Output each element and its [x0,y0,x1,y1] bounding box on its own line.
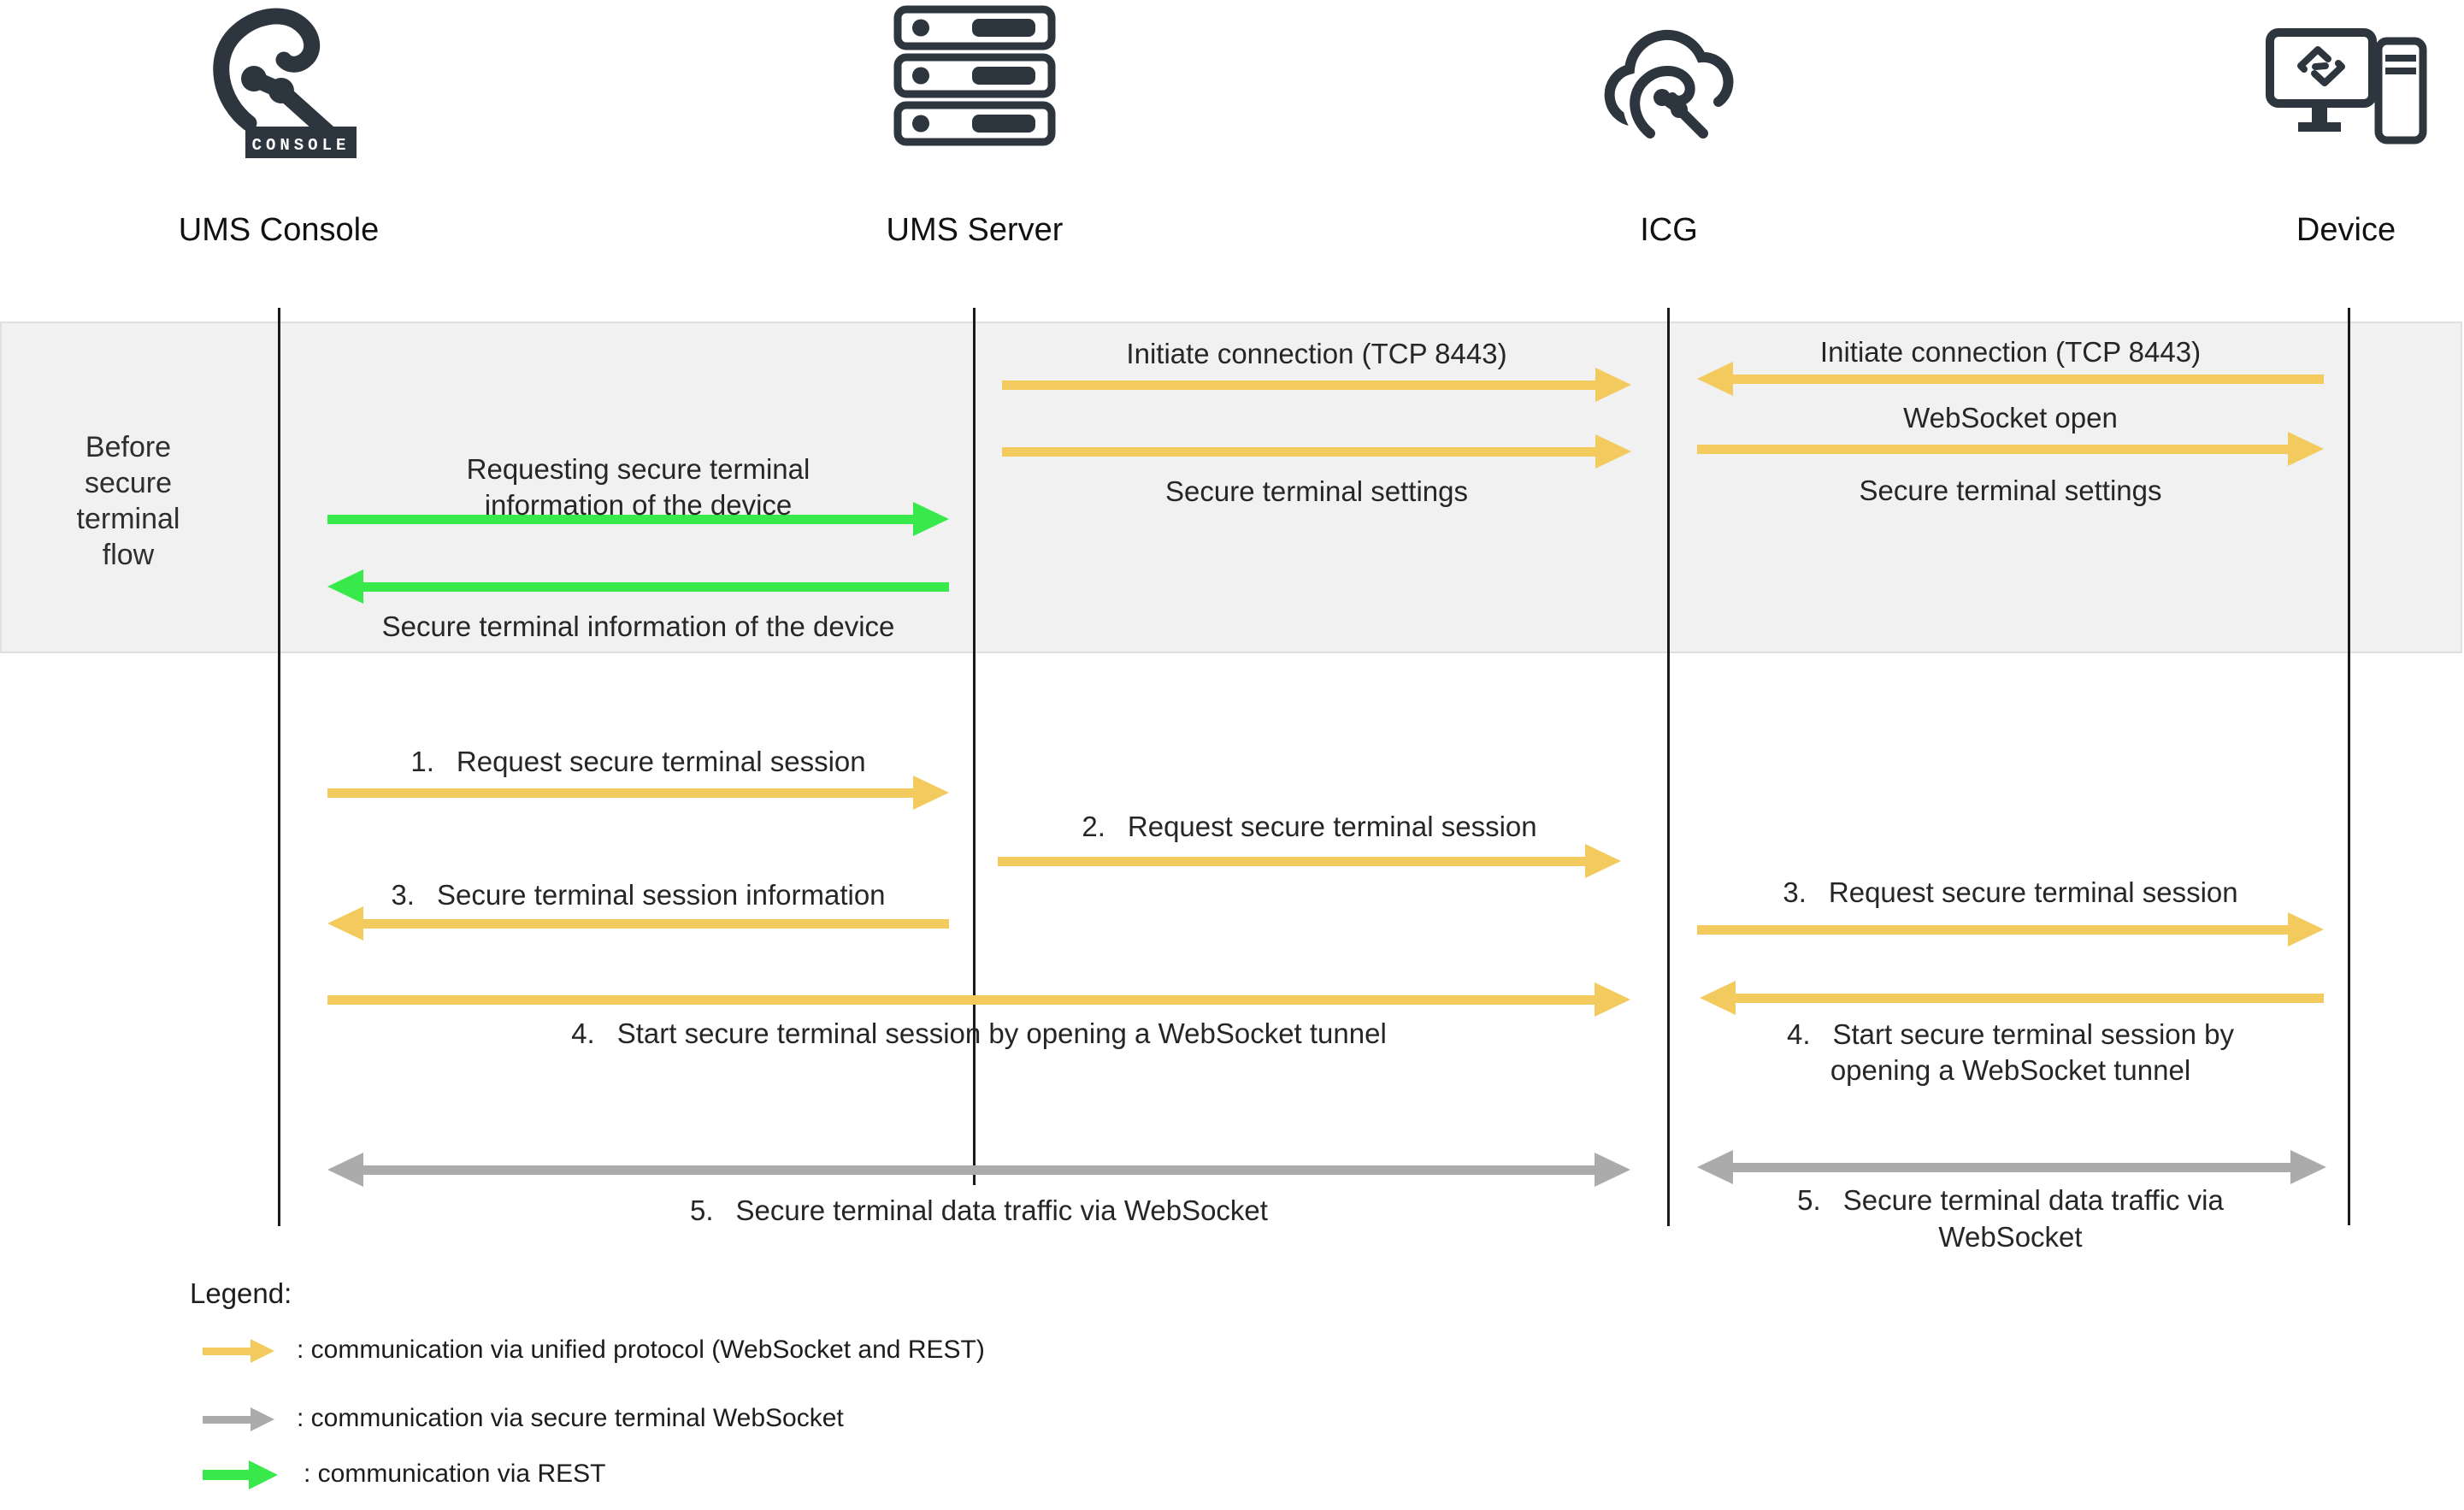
message-initiate-connection-device-icg: Initiate connection (TCP 8443) [1819,336,2202,368]
legend-label-secure-terminal-websocket: : communication via secure terminal WebS… [297,1404,844,1432]
message-initiate-connection-server-icg: Initiate connection (TCP 8443) [1126,338,1507,369]
ums-server-icon [893,5,1056,146]
entity-label-ums-console: UMS Console [178,212,380,248]
device-icon [2266,26,2432,150]
lifeline-icg [1667,308,1670,1226]
message-step3-right: 3.Request secure terminal session [1783,876,2238,908]
legend-title: Legend: [190,1277,292,1309]
message-step5-right: 5.Secure terminal data traffic via WebSo… [1797,1184,2224,1253]
message-secure-terminal-info-of-device: Secure terminal information of the devic… [381,610,895,642]
message-step4-left: 4.Start secure terminal session by openi… [571,1017,1387,1049]
console-badge-text: CONSOLE [252,136,351,155]
message-secure-terminal-settings-server-icg: Secure terminal settings [1165,475,1468,507]
entity-label-ums-server: UMS Server [886,212,1064,248]
entity-label-device: Device [2296,212,2396,248]
message-step1: 1.Request secure terminal session [410,746,866,777]
legend-label-unified-protocol: : communication via unified protocol (We… [297,1336,985,1364]
phase-label: Before secure terminal flow [76,431,180,571]
lifeline-device [2348,308,2350,1225]
message-step5-left: 5.Secure terminal data traffic via WebSo… [690,1194,1268,1226]
message-requesting-secure-terminal-info: Requesting secure terminal information o… [466,453,811,521]
lifeline-ums-console [278,308,280,1226]
legend-label-rest: : communication via REST [304,1460,606,1488]
message-step4-right: 4.Start secure terminal session by openi… [1786,1018,2235,1086]
ums-console-icon: CONSOLE [201,5,363,180]
lifeline-ums-server [973,308,976,1185]
message-secure-terminal-settings-icg-device: Secure terminal settings [1859,475,2162,506]
message-websocket-open: WebSocket open [1903,402,2118,434]
entity-label-icg: ICG [1640,212,1698,248]
message-step3-left: 3.Secure terminal session information [391,879,886,911]
icg-cloud-icon [1599,5,1757,159]
message-step2: 2.Request secure terminal session [1082,811,1537,842]
